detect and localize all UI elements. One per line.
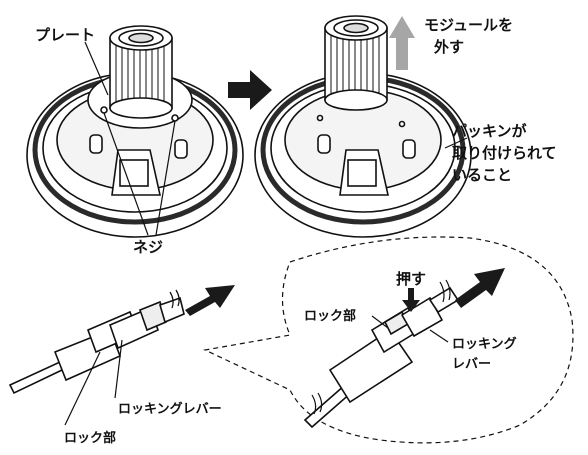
zoom-locking-lever-leader (429, 329, 449, 343)
packing-label-line2: 取り付けられて (452, 144, 557, 162)
screws-leader-lines (103, 112, 176, 236)
packing-label-line3: いること (452, 166, 512, 184)
locking-lever-leader (114, 339, 123, 399)
zoom-lock-part-label: ロック部 (304, 308, 356, 324)
locking-lever-label: ロッキングレバー (118, 401, 222, 417)
packing-leader-line (444, 137, 468, 149)
zoom-locking-lever-label-line1: ロッキング (452, 336, 517, 352)
zoom-cable-break-marks (311, 279, 451, 415)
remove-module-label-line1: モジュールを (424, 16, 513, 34)
plate-leader-line (84, 41, 109, 96)
zoom-bubble (203, 236, 574, 444)
zoom-lock-part-leader (371, 315, 389, 329)
push-label: 押す (396, 270, 426, 288)
push-down-arrow-icon (402, 288, 420, 312)
screws-label: ネジ (133, 238, 163, 256)
cable-break-marks (169, 289, 180, 309)
zoom-pull-arrow-icon (455, 268, 505, 308)
connector-zoom (303, 286, 460, 429)
step-arrow-icon (228, 70, 272, 110)
zoom-locking-lever-label-line2: レバー (452, 357, 491, 372)
camera-right (254, 15, 472, 238)
plate-label: プレート (35, 26, 95, 44)
pull-arrow-icon (185, 285, 235, 316)
lock-part-label: ロック部 (64, 430, 116, 446)
lift-up-arrow-icon (389, 16, 415, 70)
packing-label-line1: パッキンが (452, 122, 528, 140)
connector-left (8, 296, 185, 395)
camera-left (26, 25, 244, 238)
lock-part-leader (64, 351, 101, 426)
remove-module-label-line2: 外す (433, 38, 464, 56)
